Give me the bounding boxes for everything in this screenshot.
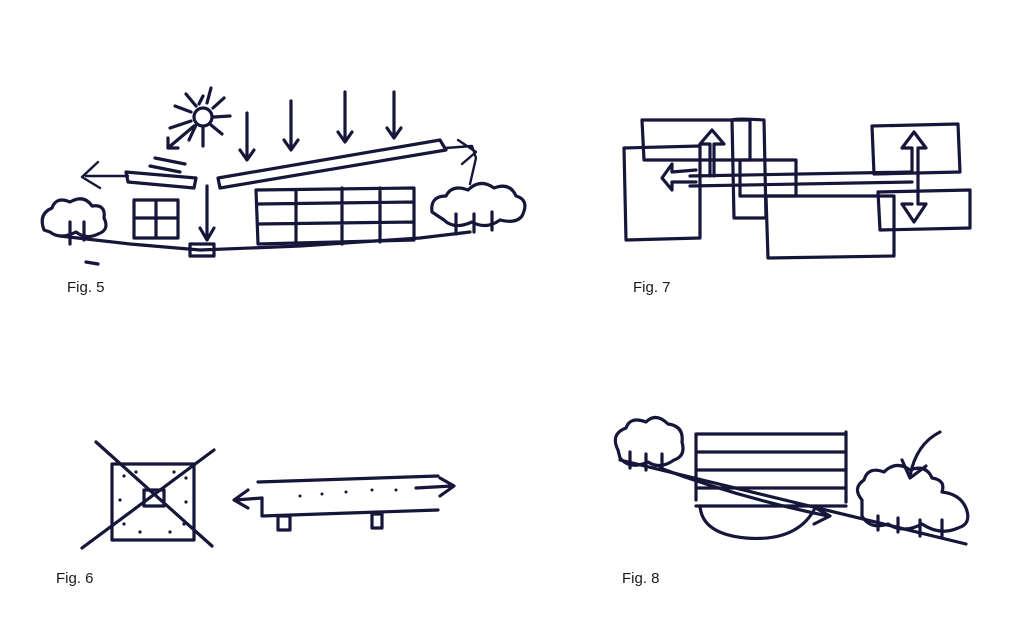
- figure-5-sketch: [40, 86, 527, 266]
- figure-8-caption: Fig. 8: [622, 570, 660, 587]
- figure-7-sketch: [622, 117, 972, 260]
- figure-5-caption: Fig. 5: [67, 279, 105, 296]
- figure-8: Fig. 8: [600, 320, 1024, 644]
- figure-7: Fig. 7: [600, 0, 1024, 310]
- figure-8-sketch: [613, 415, 970, 546]
- figure-7-caption: Fig. 7: [633, 279, 671, 296]
- figure-6-caption: Fig. 6: [56, 570, 94, 587]
- tree-icon: [430, 181, 527, 236]
- figure-6: Fig. 6: [0, 320, 540, 644]
- sunlight-arrow-icon: [238, 90, 403, 162]
- tree-icon: [40, 197, 108, 266]
- tree-icon: [613, 415, 685, 472]
- sun-icon: [166, 86, 232, 150]
- tree-icon: [855, 463, 970, 540]
- figure-5: Fig. 5: [0, 0, 540, 300]
- figure-6-sketch: [80, 440, 456, 550]
- circulation-arrow-icon: [660, 128, 928, 224]
- plan-square-icon: [80, 440, 216, 550]
- double-arrow-icon: [232, 476, 456, 510]
